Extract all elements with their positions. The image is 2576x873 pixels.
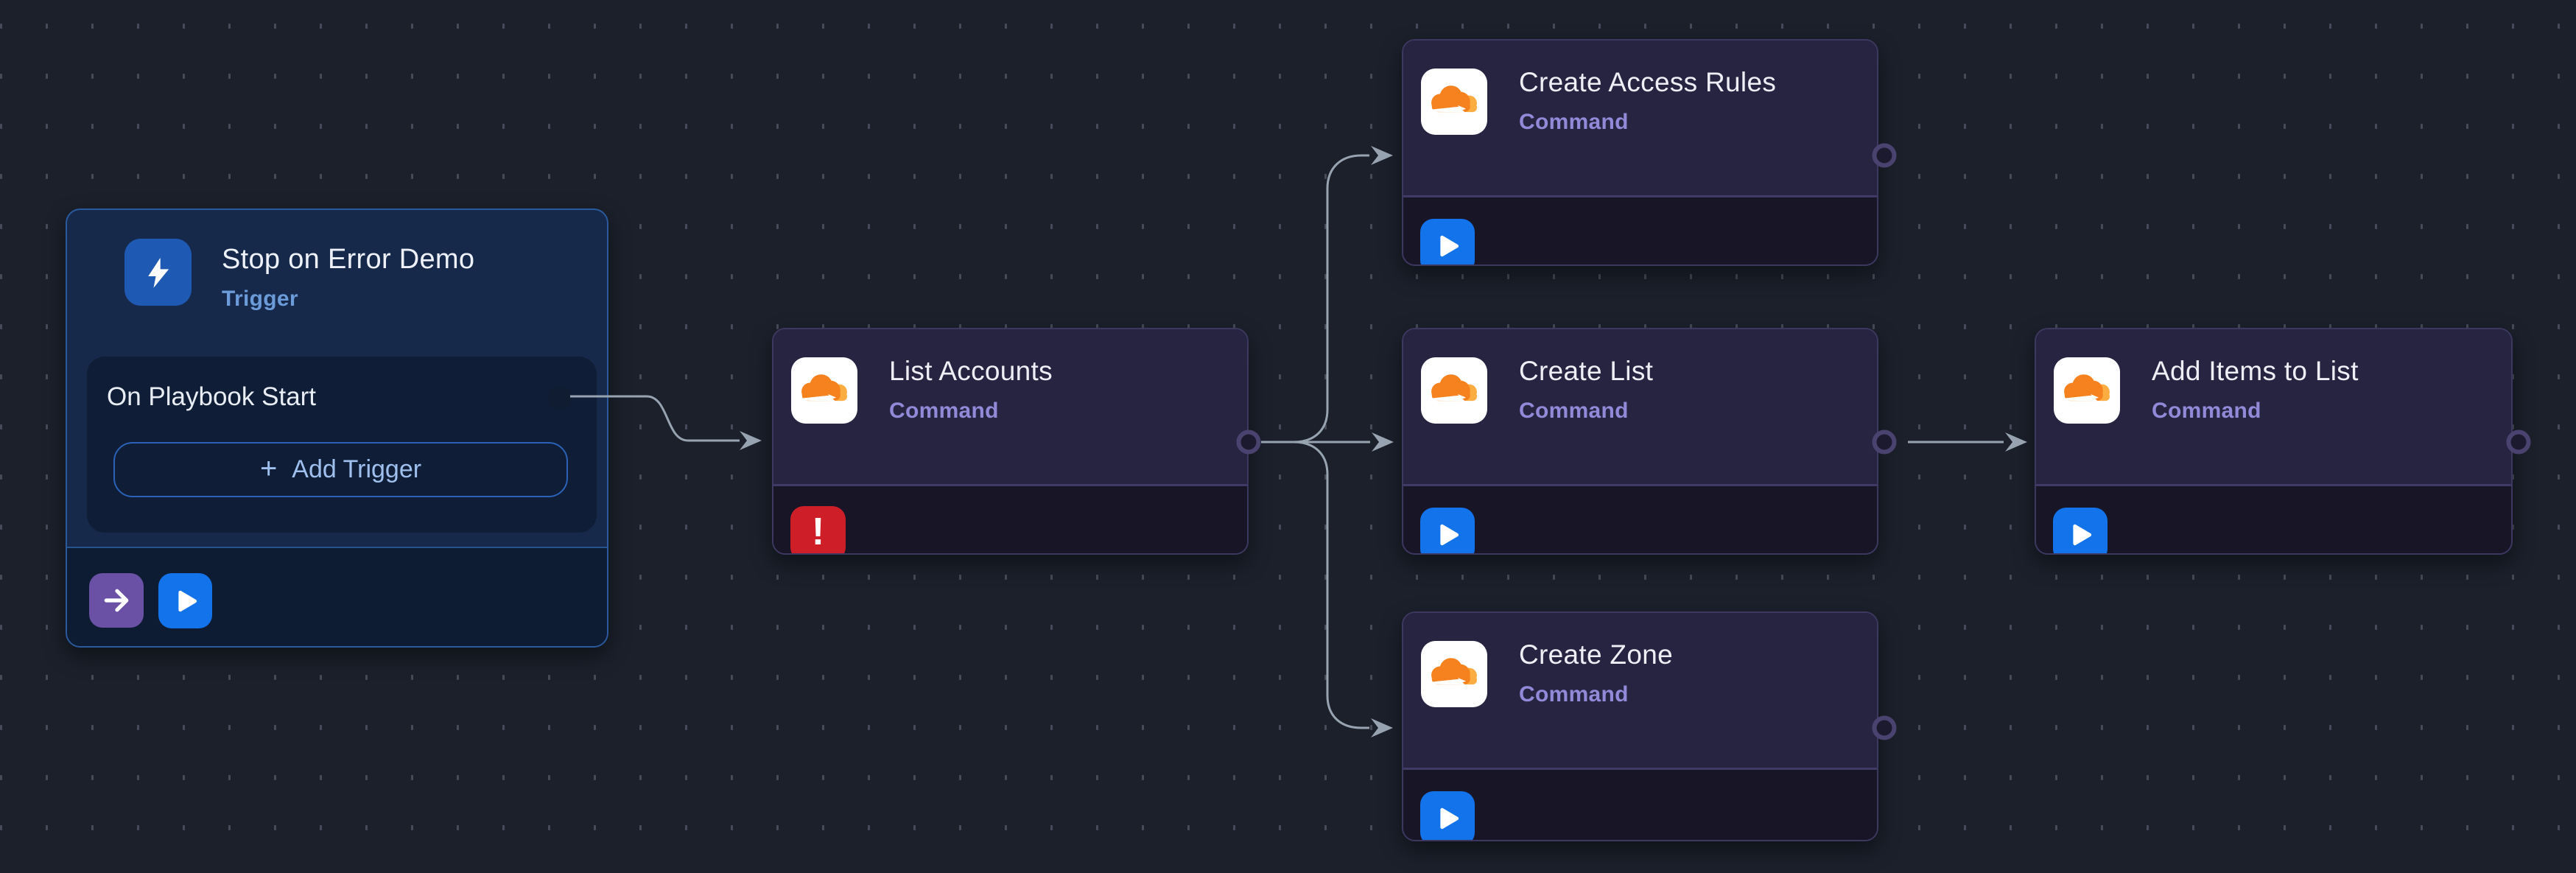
node-type-label: Command xyxy=(1519,399,1629,423)
add-trigger-label: Add Trigger xyxy=(292,455,422,483)
exclamation-icon: ! xyxy=(811,511,825,553)
node-title: List Accounts xyxy=(889,356,1053,386)
play-button[interactable] xyxy=(1420,508,1475,553)
node-header: Create List Command xyxy=(1403,329,1877,484)
cloudflare-icon xyxy=(791,357,857,424)
node-list-accounts[interactable]: List Accounts Command ! xyxy=(772,328,1249,555)
cloudflare-icon xyxy=(1421,357,1487,424)
arrow-right-icon xyxy=(100,584,133,617)
add-trigger-button[interactable]: + Add Trigger xyxy=(113,442,568,497)
cloudflare-icon xyxy=(1421,69,1487,135)
play-icon xyxy=(1431,519,1464,551)
play-button[interactable] xyxy=(1420,791,1475,840)
node-header: Add Items to List Command xyxy=(2036,329,2511,484)
cloudflare-icon xyxy=(1421,641,1487,707)
cloudflare-icon xyxy=(2054,357,2120,424)
node-body xyxy=(1403,768,1877,840)
node-title: Add Items to List xyxy=(2152,356,2359,386)
run-button[interactable] xyxy=(158,573,212,628)
node-title: Create Zone xyxy=(1519,639,1673,670)
node-create-access-rules[interactable]: Create Access Rules Command xyxy=(1402,39,1878,266)
node-header: Create Access Rules Command xyxy=(1403,41,1877,195)
node-body xyxy=(2036,484,2511,553)
plus-icon: + xyxy=(259,452,278,485)
node-create-list[interactable]: Create List Command xyxy=(1402,328,1878,555)
play-button[interactable] xyxy=(1420,219,1475,264)
node-trigger[interactable]: Stop on Error Demo Trigger On Playbook S… xyxy=(66,208,608,648)
node-type-label: Command xyxy=(2152,399,2261,423)
lightning-icon xyxy=(124,239,192,306)
node-header: List Accounts Command xyxy=(773,329,1247,484)
play-icon xyxy=(2064,519,2096,551)
node-create-zone[interactable]: Create Zone Command xyxy=(1402,611,1878,841)
trigger-item-card[interactable]: On Playbook Start + Add Trigger xyxy=(87,357,597,533)
node-title: Create Access Rules xyxy=(1519,67,1777,97)
play-icon xyxy=(1431,802,1464,835)
node-body: ! xyxy=(773,484,1247,553)
trigger-output-port[interactable] xyxy=(548,386,572,410)
error-badge[interactable]: ! xyxy=(790,506,846,553)
trigger-item-label: On Playbook Start xyxy=(107,382,317,411)
branch-button[interactable] xyxy=(89,573,144,628)
play-icon xyxy=(169,585,202,617)
node-body xyxy=(1403,484,1877,553)
node-type-label: Command xyxy=(1519,682,1629,707)
play-button[interactable] xyxy=(2053,508,2108,553)
node-type-label: Command xyxy=(889,399,999,423)
play-icon xyxy=(1431,230,1464,262)
node-type-label: Trigger xyxy=(222,287,298,311)
node-type-label: Command xyxy=(1519,110,1629,134)
node-title: Stop on Error Demo xyxy=(222,244,475,275)
node-header: Create Zone Command xyxy=(1403,613,1877,768)
node-body xyxy=(1403,195,1877,264)
node-title: Create List xyxy=(1519,356,1654,386)
node-add-items-to-list[interactable]: Add Items to List Command xyxy=(2035,328,2513,555)
trigger-footer xyxy=(67,547,607,646)
